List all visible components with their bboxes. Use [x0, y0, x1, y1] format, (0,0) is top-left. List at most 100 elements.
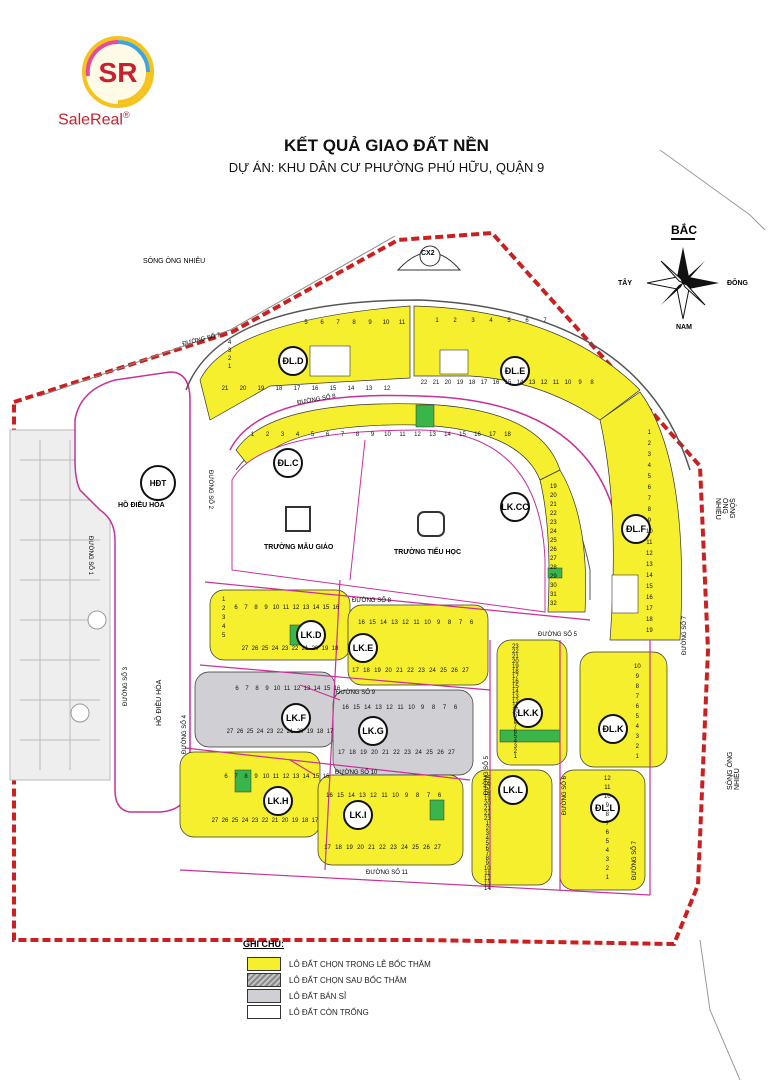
lot-number: 12	[540, 380, 548, 386]
lot-number: 8	[244, 774, 248, 780]
lot-number: 9	[254, 774, 258, 780]
lot-number: 6	[453, 705, 458, 711]
lot-number: 11	[552, 380, 560, 386]
lot-number: 12	[414, 432, 421, 438]
lot-number: 22	[261, 818, 269, 824]
river-label: SÔNG ÔNG NHIÊU	[714, 498, 735, 520]
lot-number: 3	[605, 857, 610, 863]
lot-number: 14	[348, 793, 355, 799]
lot-number: 15	[484, 776, 491, 782]
school-divider	[349, 439, 366, 581]
legend-item: LÔ ĐẤT CHỌN SAU BỐC THĂM	[247, 972, 407, 988]
lot-number: 10	[634, 664, 641, 670]
lot-number: 6	[325, 432, 330, 438]
lot-number: 21	[301, 646, 309, 652]
lot-number: 8	[254, 605, 258, 611]
lot-number: 19	[346, 845, 353, 851]
lot-number: 13	[365, 386, 373, 392]
lot-number: 29	[550, 574, 557, 580]
lot-number: 10	[604, 794, 611, 800]
lot-number: 12	[292, 605, 300, 611]
lot-number: 25	[246, 729, 254, 735]
lot-number: 23	[550, 520, 557, 526]
lot-number: 5	[647, 474, 652, 480]
lot-number: 13	[512, 694, 519, 700]
lot-number: 14	[347, 386, 355, 392]
lot-number: 16	[512, 679, 519, 685]
road-arc-inner	[229, 394, 621, 541]
lot-number: 17	[338, 750, 345, 756]
lot-number: 23	[484, 816, 491, 822]
lot-number: 25	[550, 538, 557, 544]
lot-number: 20	[311, 646, 319, 652]
lot-number: 27	[448, 750, 455, 756]
lot-number: 4	[635, 724, 640, 730]
lot-number: 16	[646, 595, 653, 601]
lot-number: 15	[323, 686, 331, 692]
lot-number: 18	[335, 845, 342, 851]
lot-number: 27	[241, 646, 249, 652]
lot-number: 11	[484, 871, 491, 877]
lot-number: 8	[513, 719, 518, 725]
lot-number: 4	[222, 624, 226, 630]
road-label: ĐƯỜNG SỐ 11	[366, 870, 408, 876]
lot-number: 16	[342, 705, 349, 711]
lot-number: 19	[291, 818, 299, 824]
primary-school-label: TRƯỜNG TIỂU HỌC	[394, 549, 461, 556]
lot-number: 16	[326, 793, 333, 799]
lot-number: 8	[355, 432, 360, 438]
lot-number: 21	[484, 806, 491, 812]
lot-number: 12	[604, 776, 611, 782]
lot-number: 18	[349, 750, 356, 756]
lot-number: 12	[370, 793, 377, 799]
lot-number: 20	[385, 668, 392, 674]
lot-number: 23	[404, 750, 411, 756]
lot-number: 19	[321, 646, 329, 652]
lot-number: 5	[605, 839, 610, 845]
lot-number: 27	[226, 729, 234, 735]
lot-number: 18	[331, 646, 339, 652]
legend-item: LÔ ĐẤT CÒN TRỐNG	[247, 1004, 369, 1020]
lot-number: 21	[512, 654, 519, 660]
lot-number: 16	[492, 380, 500, 386]
lot-number: 6	[635, 704, 640, 710]
lot-number: 30	[550, 583, 557, 589]
compass-west: TÂY	[618, 280, 632, 287]
neighbor-marker	[70, 703, 90, 723]
lot-number: 12	[512, 699, 519, 705]
lot-number: 10	[646, 529, 653, 535]
river-label: SÔNG ÔNG NHIÊU	[143, 258, 206, 265]
lot-number: 8	[415, 793, 420, 799]
block-label-dlf: ĐL.F	[621, 514, 651, 544]
map-title: KẾT QUẢ GIAO ĐẤT NỀN	[284, 136, 489, 155]
legend-label: LÔ ĐẤT CÒN TRỐNG	[289, 1007, 369, 1017]
lot-number: 11	[413, 620, 420, 626]
road-label: ĐƯỜNG SỐ 6	[562, 776, 568, 815]
lot-number: 15	[312, 774, 320, 780]
lot-number: 9	[370, 432, 375, 438]
lot-number: 24	[429, 668, 436, 674]
lot-number: 10	[564, 380, 572, 386]
lot-number: 23	[512, 644, 519, 650]
lot-green	[499, 729, 561, 743]
lot-number: 25	[440, 668, 447, 674]
lot-number: 12	[402, 620, 409, 626]
lot-green	[429, 799, 445, 821]
lot-number: 13	[303, 686, 311, 692]
lot-number: 19	[456, 380, 464, 386]
lot-green	[415, 404, 435, 428]
lot-number: 22	[276, 729, 284, 735]
brand-trademark: ®	[122, 110, 130, 120]
lot-number: 2	[647, 441, 652, 447]
block-lkl	[471, 769, 553, 886]
lot-number: 20	[484, 801, 491, 807]
lot-number: 9	[404, 793, 409, 799]
lake-label: HỒ ĐIỀU HÒA	[118, 502, 165, 509]
road-label: ĐƯỜNG SỐ 10	[335, 770, 378, 776]
lot-number: 21	[550, 502, 557, 508]
lot-number: 11	[397, 705, 404, 711]
lot-number: 13	[292, 774, 300, 780]
